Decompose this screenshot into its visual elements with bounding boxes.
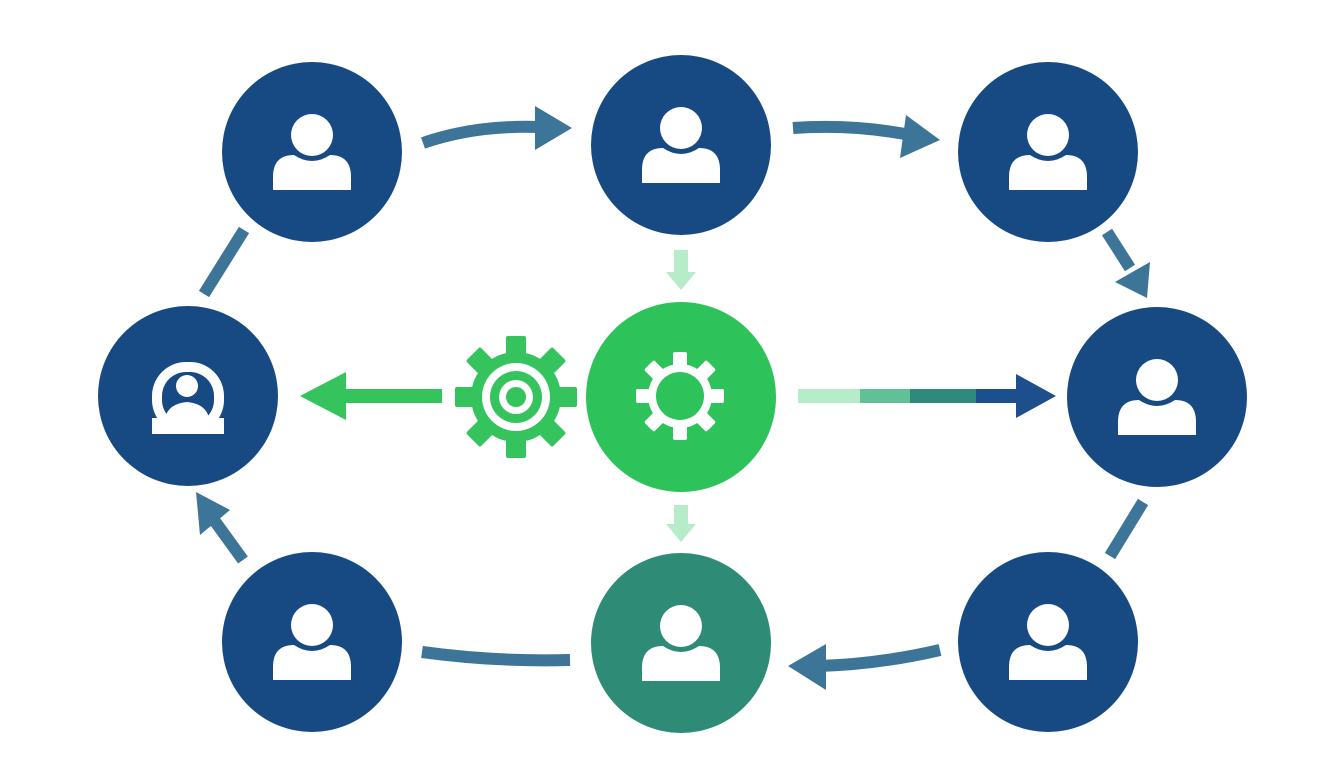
gear-icon xyxy=(636,352,724,440)
node-mid-right xyxy=(1067,307,1247,487)
arrow-bottom-left-to-mid-left xyxy=(196,492,248,564)
node-bottom-left xyxy=(222,552,402,732)
line-mid-right-to-bottom-right xyxy=(1104,498,1149,560)
node-bottom-center xyxy=(591,553,771,733)
line-mid-left-to-top-left xyxy=(198,226,250,298)
node-top-left xyxy=(222,62,402,242)
node-top-center xyxy=(591,55,771,235)
green-arrow-hub-to-mid-left xyxy=(300,372,442,420)
arrow-bottom-right-to-bottom-center xyxy=(788,644,942,690)
node-mid-left xyxy=(98,306,278,486)
arrow-top-center-to-top-right xyxy=(792,115,940,158)
node-top-right xyxy=(958,62,1138,242)
node-bottom-right xyxy=(958,552,1138,732)
nodes xyxy=(98,55,1247,733)
arrow-top-right-to-mid-right xyxy=(1101,228,1150,298)
standalone-gear xyxy=(455,336,577,458)
node-hub xyxy=(586,302,776,492)
line-bottom-center-to-bottom-left xyxy=(421,646,571,667)
connectors xyxy=(196,106,1150,690)
small-arrow-hub-to-bottom-center xyxy=(666,505,696,542)
gear-icon xyxy=(455,336,577,458)
gradient-arrow-hub-to-mid-right xyxy=(798,374,1056,418)
arrow-top-left-to-top-center xyxy=(421,106,572,150)
small-arrow-top-center-to-hub xyxy=(666,250,696,290)
framed-person-icon xyxy=(152,362,224,434)
